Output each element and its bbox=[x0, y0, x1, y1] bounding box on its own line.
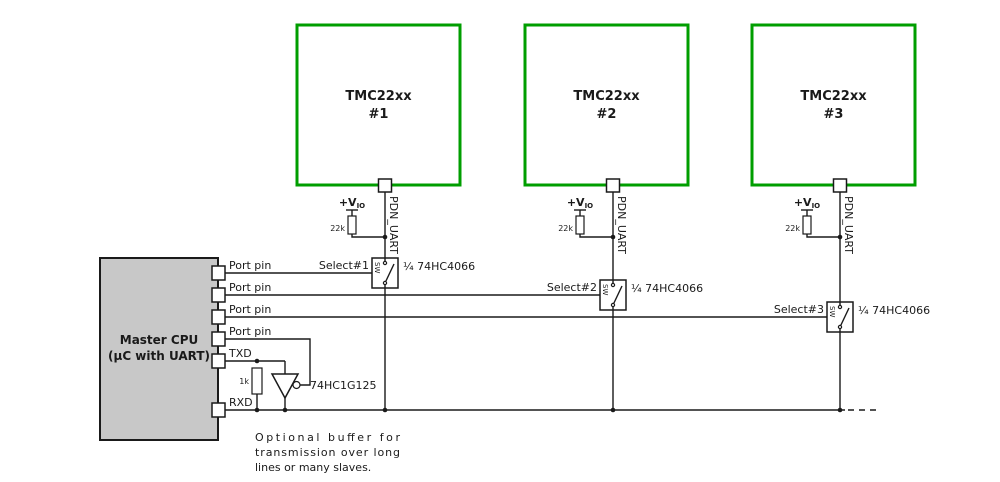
driver-module-1: TMC22xx #1 PDN_UART +VIO 22k Select#1 SW… bbox=[295, 23, 475, 413]
vio-label: +VIO bbox=[339, 196, 365, 210]
driver-pin bbox=[377, 178, 393, 193]
cpu-pin-4 bbox=[211, 331, 226, 347]
driver-box bbox=[750, 23, 917, 187]
pullup-wire-bottom bbox=[806, 234, 840, 238]
switch-lever bbox=[384, 263, 395, 284]
vio-label: +VIO bbox=[794, 196, 820, 210]
driver-title: TMC22xx bbox=[573, 89, 640, 104]
buffer-triangle bbox=[270, 373, 300, 400]
pdn-uart-label: PDN_UART bbox=[387, 196, 400, 254]
driver-pin bbox=[605, 178, 621, 193]
note-text: Optional buffer for transmission over lo… bbox=[255, 431, 400, 474]
switch-lever bbox=[839, 307, 850, 328]
pdn-uart-label: PDN_UART bbox=[842, 196, 855, 254]
switch-label: SW bbox=[373, 262, 381, 273]
cpu-pin-txd bbox=[211, 353, 226, 369]
pin-label-txd: TXD bbox=[228, 347, 252, 360]
pin-label-rxd: RXD bbox=[229, 396, 253, 409]
junction-dot bbox=[837, 234, 843, 240]
switch-contact bbox=[610, 282, 616, 288]
cpu-pin-1 bbox=[211, 265, 226, 281]
gate-label: ¼ 74HC4066 bbox=[858, 304, 930, 317]
switch-label: SW bbox=[601, 284, 609, 295]
select-label: Select#2 bbox=[547, 281, 597, 294]
series-resistor bbox=[251, 367, 263, 395]
switch-contact bbox=[610, 302, 616, 308]
driver-pin bbox=[832, 178, 848, 193]
note-line-3: lines or many slaves. bbox=[255, 461, 371, 474]
pin-label-port-1: Port pin bbox=[229, 259, 271, 272]
cpu-subtitle: (µC with UART) bbox=[108, 349, 210, 363]
enable-wire bbox=[225, 338, 311, 386]
junction-dot bbox=[610, 234, 616, 240]
master-cpu: Master CPU (µC with UART) Port pin Port … bbox=[99, 257, 880, 441]
note-line-1: Optional buffer for bbox=[255, 431, 400, 444]
switch-contact bbox=[382, 280, 388, 286]
driver-number: #3 bbox=[824, 107, 844, 122]
pin-label-port-4: Port pin bbox=[229, 325, 271, 338]
pullup-resistor-label: 22k bbox=[330, 224, 345, 233]
pullup-resistor-label: 22k bbox=[558, 224, 573, 233]
junction-dot bbox=[382, 234, 388, 240]
switch-lever bbox=[612, 285, 623, 306]
buffer-enable-bubble bbox=[292, 380, 301, 390]
select-label: Select#1 bbox=[319, 259, 369, 272]
pullup-wire-bottom bbox=[579, 234, 613, 238]
cpu-pin-3 bbox=[211, 309, 226, 325]
pin-label-port-2: Port pin bbox=[229, 281, 271, 294]
gate-label: ¼ 74HC4066 bbox=[403, 260, 475, 273]
pullup-wire-bottom bbox=[351, 234, 385, 238]
driver-title: TMC22xx bbox=[800, 89, 867, 104]
switch-label: SW bbox=[828, 306, 836, 317]
switch-contact bbox=[382, 260, 388, 266]
pdn-uart-label: PDN_UART bbox=[615, 196, 628, 254]
driver-number: #1 bbox=[369, 107, 389, 122]
pullup-resistor-label: 22k bbox=[785, 224, 800, 233]
select-label: Select#3 bbox=[774, 303, 824, 316]
cpu-pin-2 bbox=[211, 287, 226, 303]
switch-contact bbox=[837, 324, 843, 330]
pullup-resistor bbox=[347, 215, 357, 235]
driver-module-2: TMC22xx #2 PDN_UART +VIO 22k Select#2 SW… bbox=[523, 23, 703, 413]
driver-box bbox=[295, 23, 462, 187]
cpu-box bbox=[99, 257, 219, 441]
driver-number: #2 bbox=[597, 107, 617, 122]
pullup-resistor bbox=[802, 215, 812, 235]
gate-label: ¼ 74HC4066 bbox=[631, 282, 703, 295]
buffer-label: 74HC1G125 bbox=[310, 379, 376, 392]
driver-title: TMC22xx bbox=[345, 89, 412, 104]
cpu-title: Master CPU bbox=[120, 333, 199, 347]
pullup-resistor bbox=[575, 215, 585, 235]
pin-label-port-3: Port pin bbox=[229, 303, 271, 316]
driver-box bbox=[523, 23, 690, 187]
driver-module-3: TMC22xx #3 PDN_UART +VIO 22k Select#3 SW… bbox=[750, 23, 930, 413]
vio-label: +VIO bbox=[567, 196, 593, 210]
note-line-2: transmission over long bbox=[255, 446, 400, 459]
junction-dot bbox=[254, 358, 260, 364]
switch-contact bbox=[837, 304, 843, 310]
series-resistor-label: 1k bbox=[239, 377, 249, 386]
cpu-pin-rxd bbox=[211, 402, 226, 418]
